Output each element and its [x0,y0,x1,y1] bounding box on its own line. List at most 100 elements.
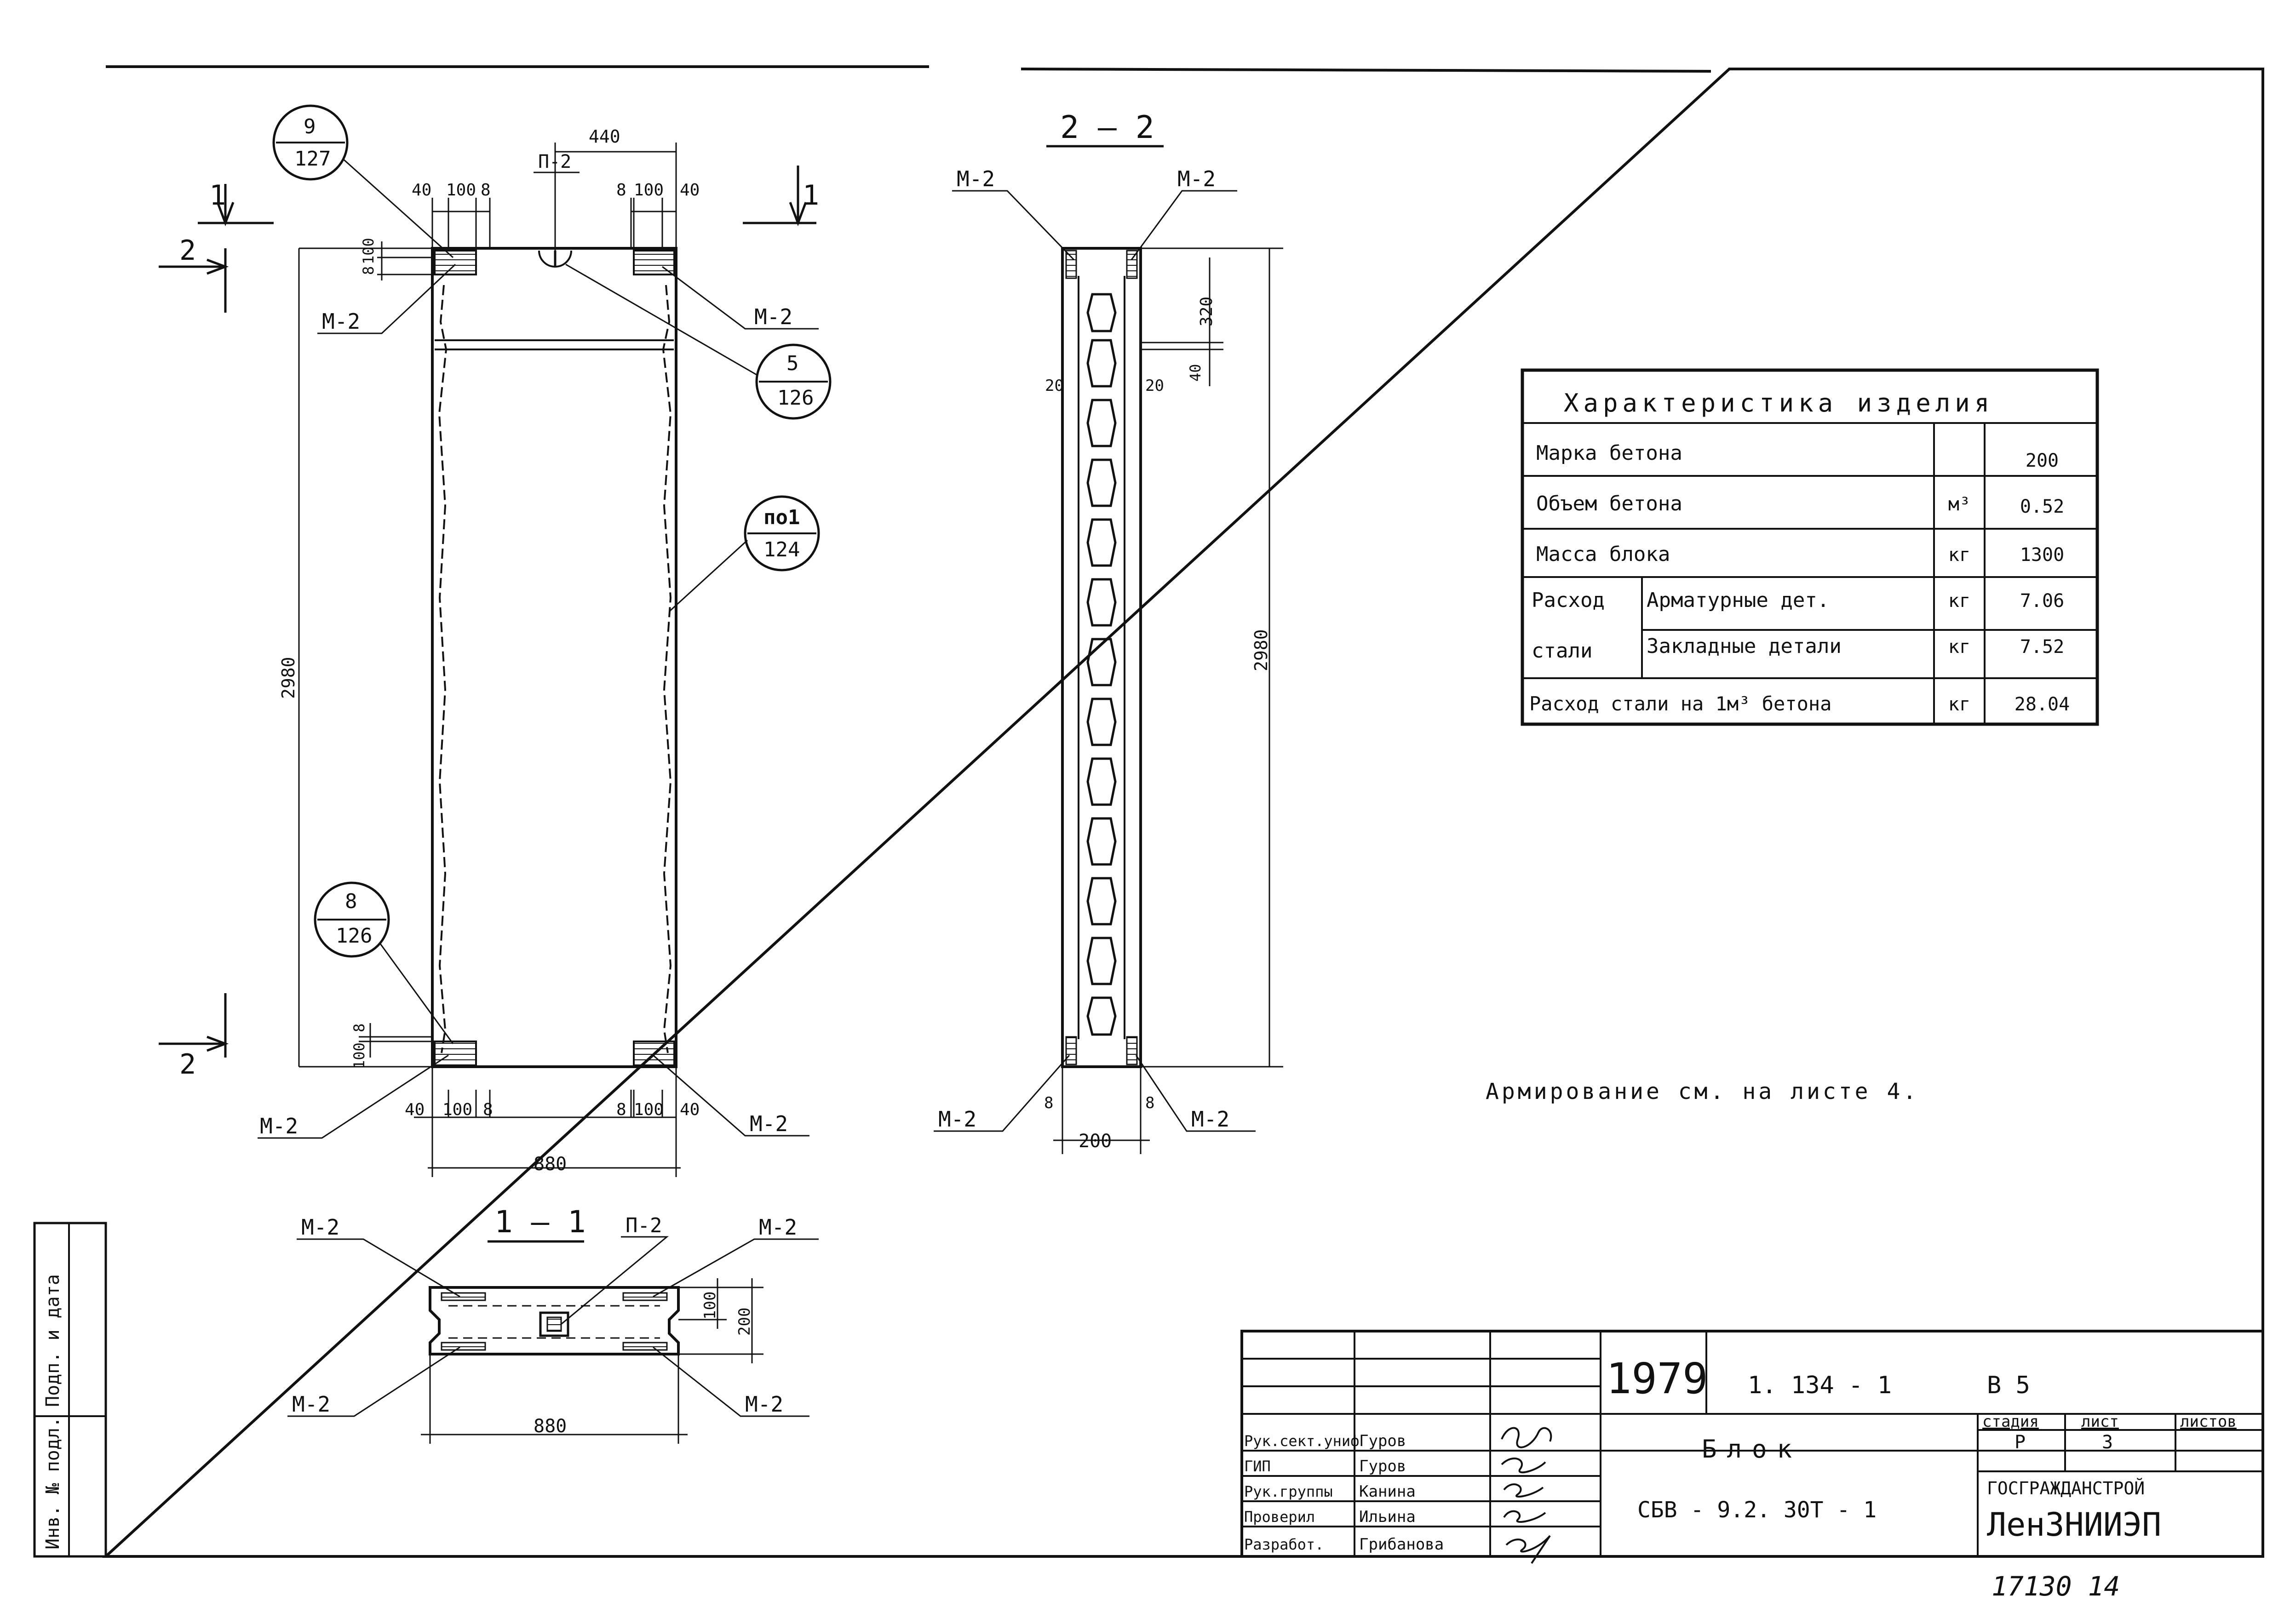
svg-text:5: 5 [786,352,799,375]
bottom-note: 17130 14 [1992,1571,2120,1602]
callout-9-127: 9 127 [272,104,454,258]
label-m2-bottom-left: М-2 [260,1114,298,1138]
dim-8-left-s22: 8 [1044,1094,1053,1112]
section-2-2-title: 2 — 2 [1060,109,1154,146]
section-2-2-outline [1061,247,1142,1068]
signatures [1501,1427,1552,1564]
title-block: 1979 1. 134 - 1 В 5 Рук.сект.униф Гуров … [1240,1330,2264,1564]
svg-text:8: 8 [345,890,357,913]
section-mark-1-left: 1 [209,179,226,212]
spec-row0-label: Марка бетона [1536,441,1682,465]
section-mark-2-top: 2 [179,234,196,267]
tb-stage-h: стадия [1982,1412,2039,1431]
spec-row0-value: 200 [2026,450,2059,471]
svg-text:Гуров: Гуров [1359,1457,1406,1475]
svg-text:9: 9 [304,115,316,138]
sheet-frame [102,65,2264,1558]
dim-bottom-8: 8 [350,1024,368,1032]
dim-bot-40: 40 [405,1100,425,1119]
label-m2-top-right: М-2 [754,304,792,329]
spec-row3-label-a: Расход [1532,589,1605,612]
s22-m2-top-left: М-2 [957,166,995,191]
svg-text:Ильина: Ильина [1359,1508,1416,1526]
svg-text:126: 126 [777,386,814,410]
svg-text:Гуров: Гуров [1359,1432,1406,1450]
spec-row1-unit: м³ [1948,494,1970,515]
front-view: 1 1 2 2 440 40 100 8 8 100 40 8 100 2980… [159,104,832,1177]
dim-bot-100a: 100 [442,1100,472,1119]
spec-row2-unit: кг [1948,544,1970,566]
section-2-2: 2 — 2 320 40 [934,109,1283,1154]
dim-100-s11: 100 [701,1292,719,1320]
dim-width-880-s11: 880 [534,1416,567,1437]
dim-top-40-right: 40 [680,181,700,200]
svg-text:Разработ.: Разработ. [1244,1536,1324,1553]
svg-text:ГИП: ГИП [1244,1458,1271,1475]
tb-issue: В 5 [1987,1372,2030,1399]
spec-row2-value: 1300 [2020,544,2064,566]
spec-row1-label: Объем бетона [1536,492,1682,515]
dim-8-right-s22: 8 [1145,1094,1154,1112]
section-2-2-voids [1086,293,1117,1036]
spec-row5-label: Расход стали на 1м³ бетона [1529,692,1831,715]
spec-row1-value: 0.52 [2020,496,2064,517]
reinforcement-note: Армирование см. на листе 4. [1486,1079,1919,1104]
dim-height-2980: 2980 [278,657,298,699]
side-stamp: Инв. № подл. Подп. и дата [33,1222,107,1558]
svg-text:126: 126 [336,924,372,948]
dim-width-200: 200 [1079,1131,1112,1152]
callout-5-126: 5 126 [565,263,832,420]
tb-series: 1. 134 - 1 [1748,1372,1892,1399]
plate-m2-top-left [434,250,477,275]
tb-org2: ЛенЗНИИЭП [1987,1506,2161,1544]
section-1-1-title: 1 — 1 [494,1204,586,1240]
dim-bot-40b: 40 [680,1100,700,1119]
section-1-1: 1 — 1 100 200 880 П-2 М-2 М-2 М-2 М-2 [287,1204,819,1444]
dim-bot-100b: 100 [634,1100,664,1119]
dim-left-100: 100 [360,238,377,264]
tb-stage: Р [2015,1432,2026,1453]
tb-sheet-h: лист [2081,1412,2119,1431]
tb-year: 1979 [1606,1354,1708,1403]
tb-sheets-h: листов [2180,1412,2237,1431]
spec-row4-label-a: стали [1532,639,1592,663]
dim-bot-8b: 8 [616,1100,626,1119]
label-m2-top-left: М-2 [322,309,360,334]
side-stamp-inv: Инв. № подл. [42,1417,63,1550]
spec-row2-label: Масса блока [1536,543,1670,566]
dim-320: 320 [1197,297,1216,326]
svg-text:124: 124 [763,538,800,561]
rebar-left [438,285,448,1053]
plate-m2-bottom-right [633,1041,675,1066]
spec-row3-unit: кг [1948,590,1970,612]
dim-440: 440 [589,126,620,147]
svg-text:Канина: Канина [1359,1482,1416,1501]
side-stamp-sign: Подп. и дата [42,1274,63,1407]
dim-top-100-right: 100 [634,181,664,200]
svg-text:Рук.сект.униф: Рук.сект.униф [1244,1432,1359,1450]
dim-width-880: 880 [534,1154,567,1175]
dim-top-40-left: 40 [412,181,431,200]
section-mark-1-right: 1 [803,179,819,212]
tb-sheet: 3 [2102,1432,2113,1453]
rebar-right [662,285,672,1053]
spec-row4-unit: кг [1948,636,1970,658]
svg-text:Проверил: Проверил [1244,1508,1315,1526]
callout-po1-124: по1 124 [668,495,820,612]
spec-row4-value: 7.52 [2020,636,2064,658]
dim-top-100-left: 100 [446,181,476,200]
dim-40: 40 [1187,364,1204,382]
dim-20-right: 20 [1145,377,1164,395]
svg-text:Рук.группы: Рук.группы [1244,1483,1333,1500]
spec-row3-value: 7.06 [2020,590,2064,612]
dim-20-left: 20 [1045,377,1064,395]
dim-bot-8a: 8 [483,1100,493,1119]
dim-bottom-100: 100 [350,1042,368,1069]
svg-text:Грибанова: Грибанова [1359,1535,1444,1554]
dim-top-8-right: 8 [616,181,626,200]
s22-m2-bottom-left: М-2 [938,1107,976,1132]
spec-table: Характеристика изделия Марка бетона 200 … [1521,368,2099,726]
tb-org1: ГОСГРАЖДАНСТРОЙ [1987,1478,2145,1498]
s11-m2-top-left: М-2 [301,1215,339,1240]
